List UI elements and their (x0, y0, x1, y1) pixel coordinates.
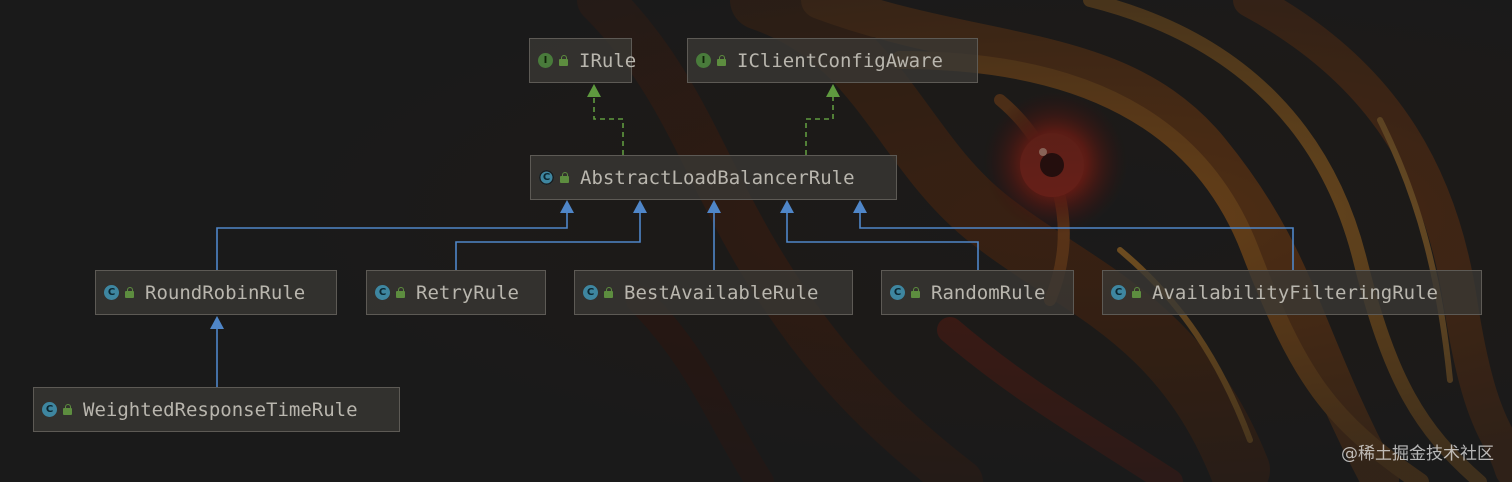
interface-icon: I (696, 53, 711, 68)
node-abstractloadbalancerrule[interactable]: C AbstractLoadBalancerRule (530, 155, 897, 200)
edge-abstract-implements-irule (587, 84, 624, 155)
node-roundrobinrule[interactable]: C RoundRobinRule (95, 270, 337, 315)
lock-icon (603, 287, 614, 298)
node-label: RetryRule (416, 281, 519, 304)
lock-icon (559, 172, 570, 183)
abstract-class-icon: C (539, 170, 554, 185)
edge-abstract-implements-iclientconfigaware (805, 84, 840, 155)
node-label: RoundRobinRule (145, 281, 306, 304)
lock-icon (910, 287, 921, 298)
node-retryrule[interactable]: C RetryRule (366, 270, 546, 315)
lock-icon (62, 404, 73, 415)
lock-icon (1131, 287, 1142, 298)
class-icon: C (1111, 285, 1126, 300)
class-icon: C (42, 402, 57, 417)
node-bestavailablerule[interactable]: C BestAvailableRule (574, 270, 853, 315)
lock-icon (716, 55, 727, 66)
edge-weightedresponsetime-to-roundrobin (210, 316, 224, 387)
lock-icon (558, 55, 569, 66)
edge-availabilityfiltering-to-abstract (853, 200, 1294, 270)
watermark: @稀土掘金技术社区 (1341, 444, 1494, 464)
edge-bestavailable-to-abstract (707, 200, 721, 270)
node-label: AbstractLoadBalancerRule (580, 166, 855, 189)
node-label: IRule (579, 49, 637, 72)
class-icon: C (890, 285, 905, 300)
node-availabilityfilteringrule[interactable]: C AvailabilityFilteringRule (1102, 270, 1482, 315)
lock-icon (124, 287, 135, 298)
node-label: RandomRule (931, 281, 1046, 304)
lock-icon (395, 287, 406, 298)
node-randomrule[interactable]: C RandomRule (881, 270, 1074, 315)
node-label: AvailabilityFilteringRule (1152, 281, 1438, 304)
edge-rorobin-to-abstract (216, 200, 574, 270)
node-label: BestAvailableRule (624, 281, 819, 304)
class-icon: C (583, 285, 598, 300)
interface-icon: I (538, 53, 553, 68)
node-label: IClientConfigAware (737, 49, 943, 72)
node-iclientconfigaware[interactable]: I IClientConfigAware (687, 38, 978, 83)
class-icon: C (104, 285, 119, 300)
node-weightedresponsetimerule[interactable]: C WeightedResponseTimeRule (33, 387, 400, 432)
edge-retry-to-abstract (455, 200, 647, 270)
class-icon: C (375, 285, 390, 300)
edge-random-to-abstract (780, 200, 979, 270)
node-label: WeightedResponseTimeRule (83, 398, 358, 421)
node-irule[interactable]: I IRule (529, 38, 636, 83)
